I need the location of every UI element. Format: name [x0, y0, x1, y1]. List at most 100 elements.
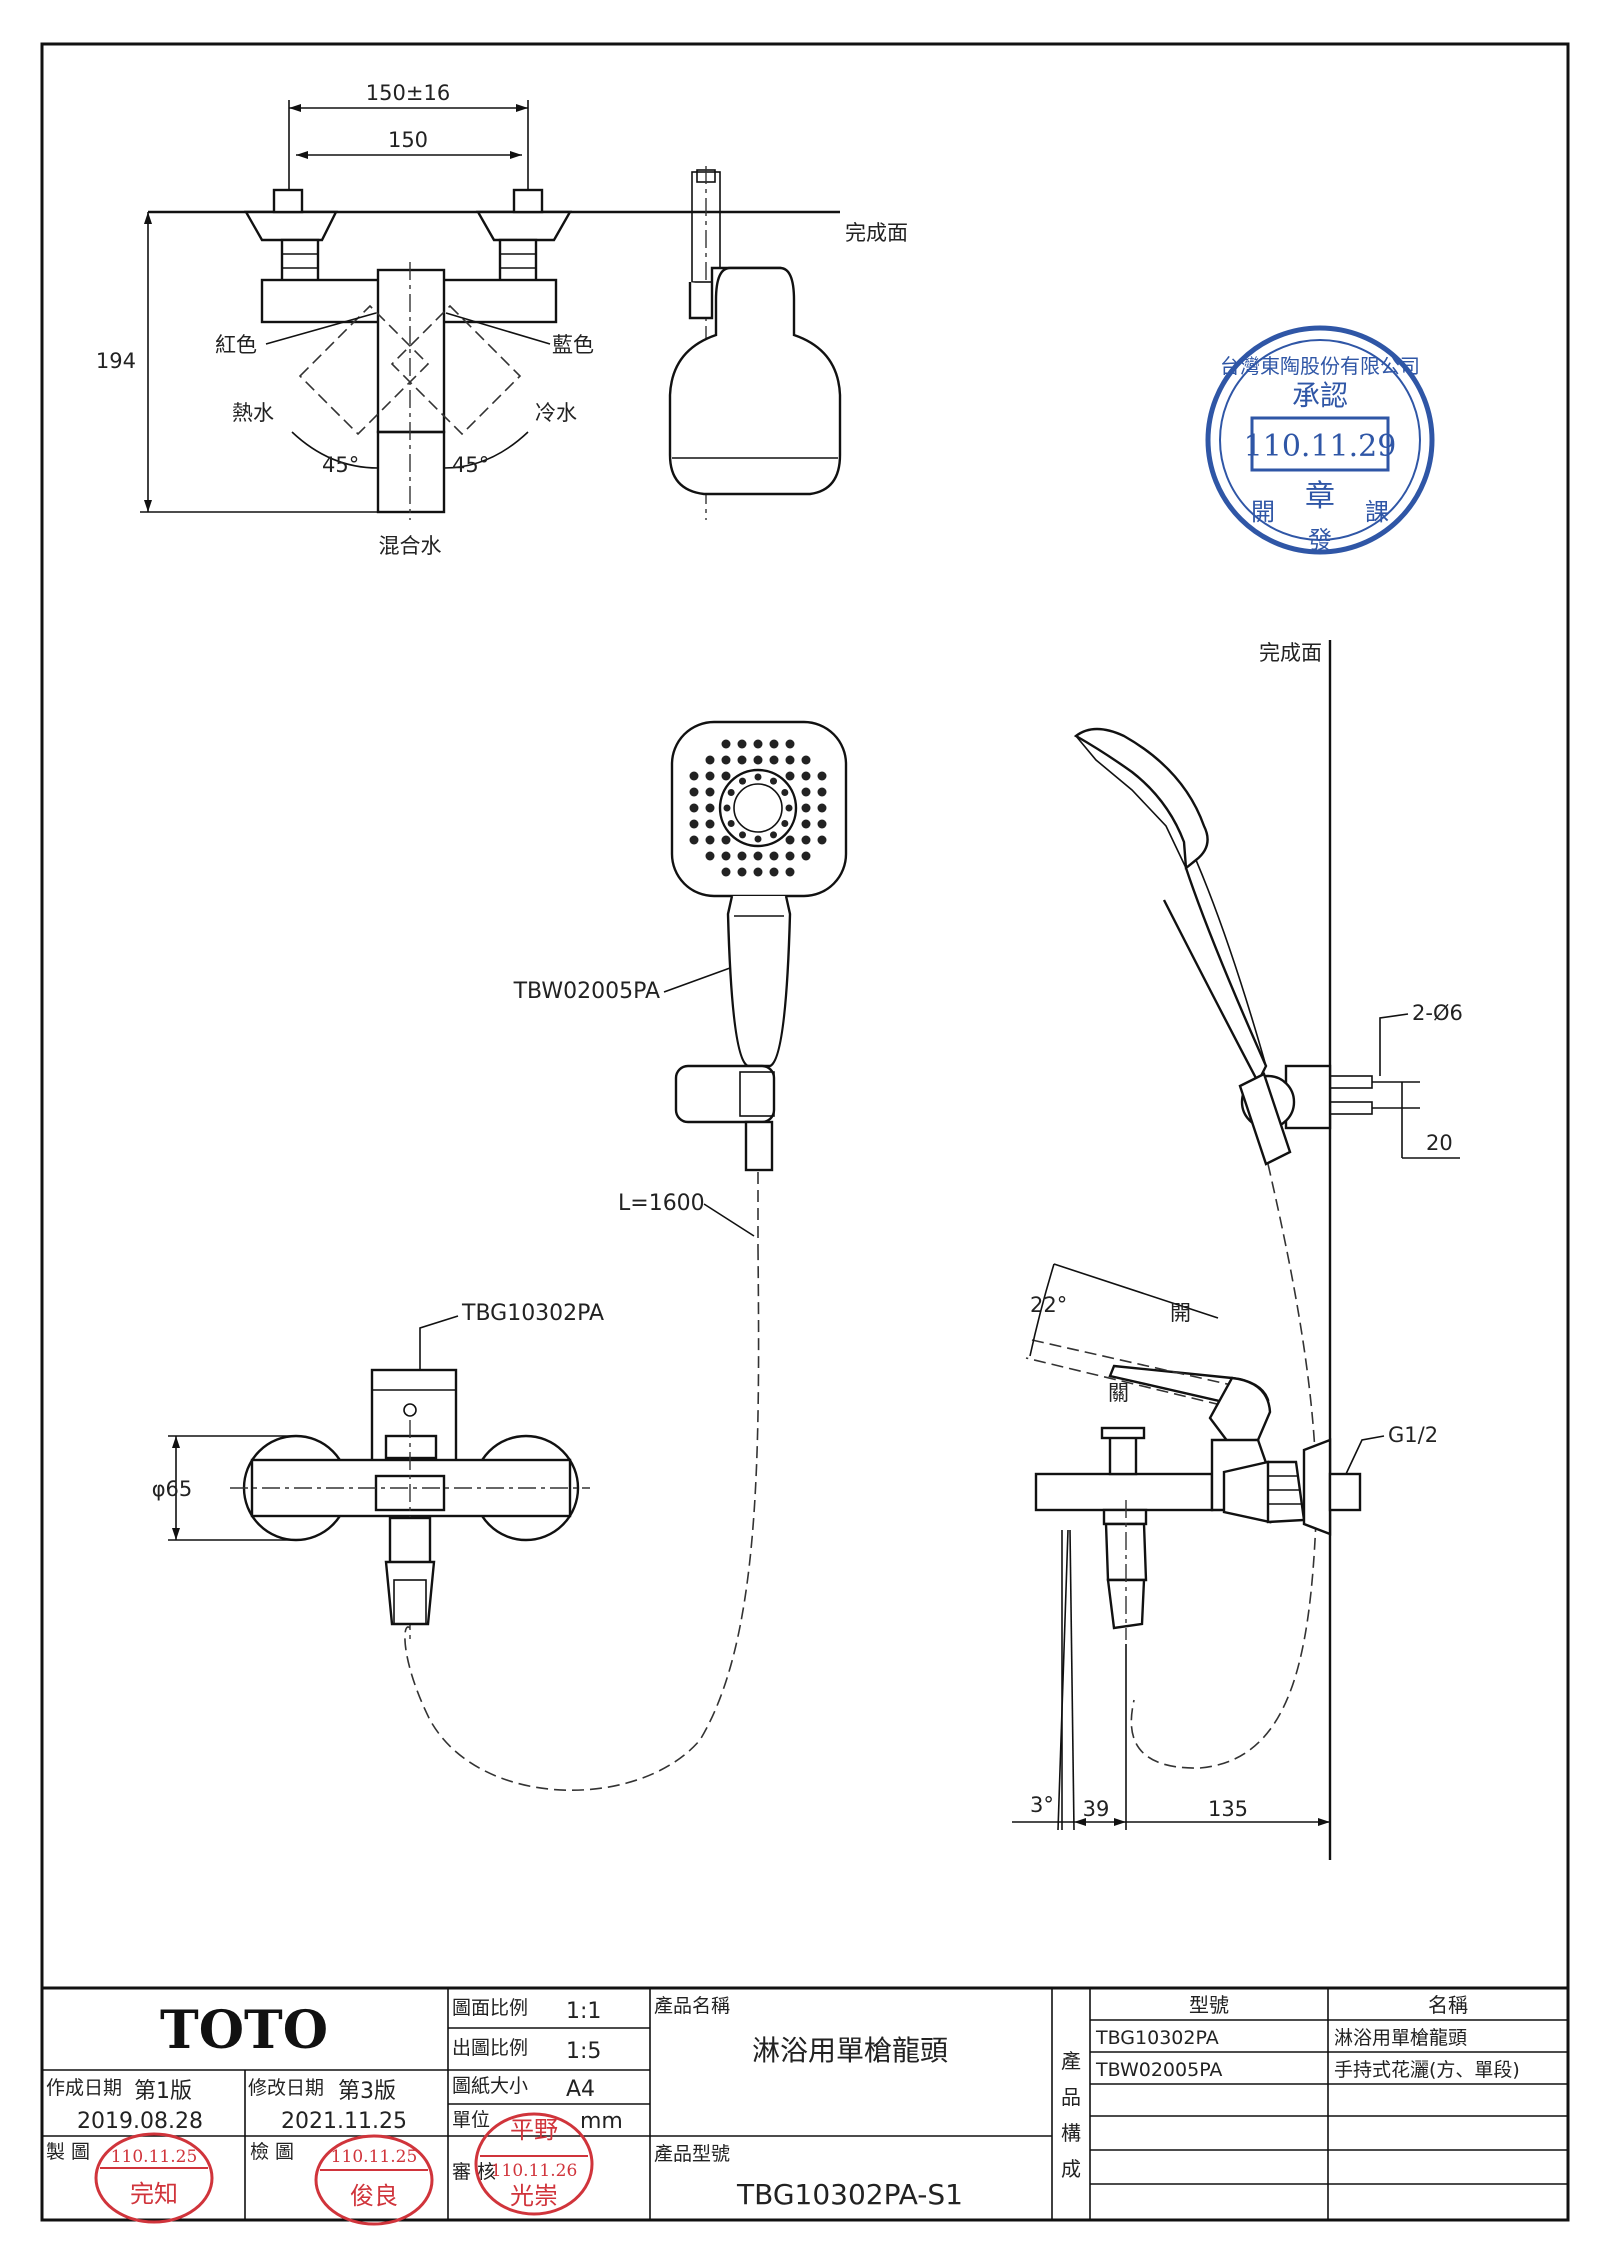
- dim-inner-label: 150: [388, 128, 428, 152]
- nozzle-ring-dot: [754, 835, 762, 843]
- nozzle-dot: [721, 771, 731, 781]
- red-stamp-review: 平野 110.11.26 光崇: [474, 2112, 594, 2216]
- product-name-label: 產品名稱: [654, 1995, 730, 2017]
- table-row-1-model: TBG10302PA: [1095, 2027, 1219, 2049]
- table-row-2-model: TBW02005PA: [1095, 2059, 1222, 2081]
- output-scale: 1:5: [566, 2039, 601, 2064]
- thread-label: G1/2: [1388, 1423, 1438, 1447]
- modified-version: 第3版: [338, 2079, 396, 2104]
- nozzle-dot: [801, 851, 811, 861]
- nozzle-dot: [753, 867, 763, 877]
- side-view: 完成面 2-Ø6 20 22° 開 關: [1012, 640, 1463, 1860]
- nozzle-dot: [785, 771, 795, 781]
- nozzle-ring-dot: [781, 789, 789, 796]
- red-stamp-2-name: 俊良: [350, 2182, 398, 2210]
- nozzle-dot: [737, 867, 747, 877]
- drawing-scale-label: 圖面比例: [452, 1997, 528, 2019]
- nozzle-dot: [801, 819, 811, 829]
- hole-spacing-label: 20: [1426, 1131, 1453, 1155]
- nozzle-dot: [705, 819, 715, 829]
- faucet-model-label: TBG10302PA: [461, 1301, 604, 1326]
- spray-nozzles: [689, 739, 827, 877]
- nozzle-dot: [817, 803, 827, 813]
- nozzle-dot: [737, 851, 747, 861]
- mix-water-label: 混合水: [379, 534, 442, 558]
- nozzle-ring-dot: [723, 804, 731, 812]
- dim-39-label: 39: [1083, 1797, 1110, 1821]
- table-header-model: 型號: [1189, 1993, 1229, 2017]
- stamp-company: 台灣東陶股份有限公司: [1220, 354, 1420, 378]
- paper-size: A4: [566, 2077, 595, 2102]
- nozzle-dot: [689, 787, 699, 797]
- output-scale-label: 出圖比例: [452, 2037, 528, 2059]
- nozzle-ring-dot: [754, 773, 762, 781]
- nozzle-dot: [817, 787, 827, 797]
- red-stamp-2-date: 110.11.25: [331, 2147, 418, 2167]
- nozzle-dot: [817, 771, 827, 781]
- close-label: 關: [1108, 1381, 1129, 1405]
- modified-date: 2021.11.25: [281, 2109, 407, 2134]
- nozzle-dot: [753, 755, 763, 765]
- nozzle-dot: [705, 787, 715, 797]
- nozzle-dot: [769, 739, 779, 749]
- nozzle-ring-dot: [770, 831, 777, 839]
- dim-height-label: 194: [96, 349, 136, 373]
- nozzle-dot: [737, 755, 747, 765]
- stamp-dept-right: 課: [1365, 498, 1389, 526]
- nozzle-dot: [801, 803, 811, 813]
- modified-label: 修改日期: [248, 2077, 324, 2099]
- nozzle-dot: [769, 851, 779, 861]
- drawn-label: 製 圖: [46, 2141, 90, 2163]
- finish-surface-label-side: 完成面: [1259, 641, 1322, 665]
- stamp-seal: 章: [1305, 479, 1335, 514]
- angle-left-label: 45°: [322, 453, 359, 477]
- checked-label: 檢 圖: [250, 2141, 294, 2163]
- front-view: TBW02005PA L=1600 TBG10302PA φ65: [152, 720, 848, 1792]
- table-header-name: 名稱: [1428, 1993, 1468, 2017]
- nozzle-dot: [817, 819, 827, 829]
- nozzle-dot: [801, 787, 811, 797]
- nozzle-dot: [705, 771, 715, 781]
- created-date: 2019.08.28: [77, 2109, 203, 2134]
- nozzle-dot: [801, 771, 811, 781]
- nozzle-ring-dot: [770, 777, 777, 785]
- nozzle-ring-dot: [785, 804, 793, 812]
- nozzle-dot: [801, 755, 811, 765]
- review-label: 審 核: [452, 2161, 496, 2183]
- hole-dim-label: 2-Ø6: [1412, 1001, 1463, 1025]
- drawing-scale: 1:1: [566, 1999, 601, 2024]
- nozzle-dot: [721, 867, 731, 877]
- nozzle-dot: [689, 819, 699, 829]
- nozzle-dot: [721, 755, 731, 765]
- red-stamp-drawn: 110.11.25 完知: [94, 2132, 214, 2224]
- composition-char-4: 成: [1061, 2157, 1081, 2181]
- shower-model-label: TBW02005PA: [513, 979, 660, 1004]
- approval-stamp: 台灣東陶股份有限公司 承認 110.11.29 章 開 發 課: [1205, 325, 1435, 555]
- nozzle-dot: [737, 739, 747, 749]
- nozzle-dot: [769, 867, 779, 877]
- red-stamp-checked: 110.11.25 俊良: [314, 2134, 434, 2226]
- red-stamp-1-name: 完知: [130, 2180, 178, 2208]
- stamp-date: 110.11.29: [1244, 429, 1397, 464]
- open-label: 開: [1170, 1301, 1191, 1325]
- product-model: TBG10302PA-S1: [736, 2178, 963, 2211]
- red-stamp-3-top: 平野: [510, 2116, 558, 2144]
- dim-135-label: 135: [1208, 1797, 1248, 1821]
- stamp-title: 承認: [1292, 379, 1348, 412]
- tilt-angle-label: 3°: [1030, 1793, 1054, 1817]
- drawing-border: [40, 42, 1570, 2222]
- nozzle-ring-dot: [781, 820, 789, 827]
- nozzle-dot: [705, 755, 715, 765]
- stamp-dept-left: 開: [1251, 498, 1275, 526]
- nozzle-dot: [753, 851, 763, 861]
- nozzle-dot: [785, 835, 795, 845]
- red-stamp-3-name: 光崇: [510, 2182, 558, 2210]
- unit: mm: [580, 2109, 623, 2134]
- open-angle-label: 22°: [1030, 1293, 1067, 1317]
- nozzle-dot: [689, 803, 699, 813]
- unit-label: 單位: [452, 2109, 490, 2131]
- diameter-label: φ65: [152, 1477, 193, 1501]
- brand-logo: TOTO: [160, 2000, 328, 2061]
- hose-length-label: L=1600: [618, 1191, 705, 1216]
